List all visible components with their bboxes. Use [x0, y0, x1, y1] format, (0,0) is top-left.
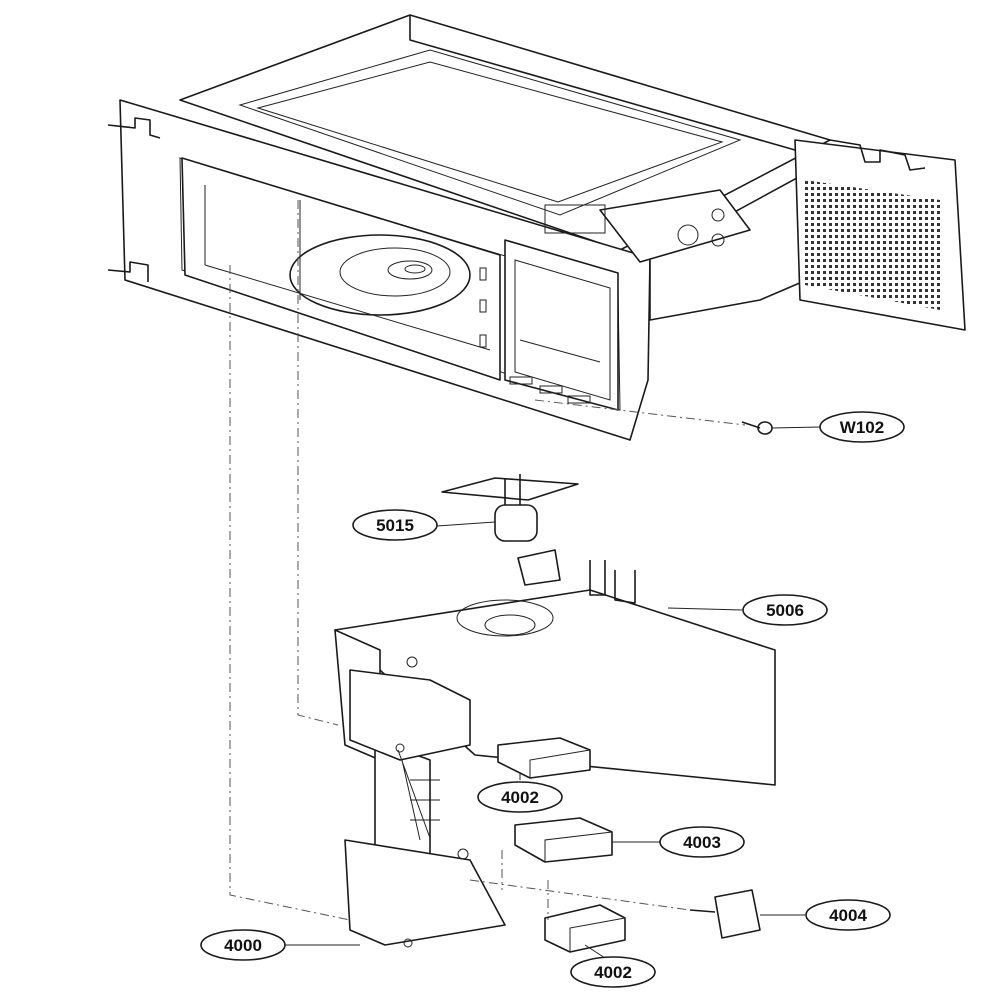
- micro-switch-4002-upper: [497, 737, 591, 779]
- micro-switch-4003: [514, 817, 613, 863]
- callout-4003: 4003: [659, 826, 745, 858]
- label-4003: 4003: [683, 833, 721, 852]
- label-4002-lower: 4002: [594, 963, 632, 982]
- label-5015: 5015: [376, 516, 414, 535]
- leader-lines: [285, 426, 821, 959]
- screw-w102: [741, 421, 773, 435]
- callout-4000: 4000: [200, 929, 286, 961]
- micro-switch-4002-lower: [544, 904, 626, 953]
- label-5006: 5006: [766, 601, 804, 620]
- label-4000: 4000: [224, 936, 262, 955]
- switch-4004: [689, 889, 761, 939]
- label-4002-upper: 4002: [501, 788, 539, 807]
- callout-W102: W102: [819, 411, 905, 443]
- callout-4002-upper: 4002: [477, 781, 563, 813]
- lamp-socket-5015: [441, 474, 579, 542]
- callout-4004: 4004: [805, 899, 891, 931]
- callout-5015: 5015: [352, 509, 438, 541]
- callout-5006: 5006: [742, 594, 828, 626]
- label-4004: 4004: [829, 906, 867, 925]
- label-W102: W102: [840, 418, 884, 437]
- latch-bracket-5006: [334, 549, 776, 786]
- callout-4002-lower: 4002: [570, 956, 656, 988]
- assembly-guide-lines: [229, 200, 746, 921]
- latch-body-4000: [334, 629, 506, 948]
- oven-cavity-assembly: [107, 14, 966, 441]
